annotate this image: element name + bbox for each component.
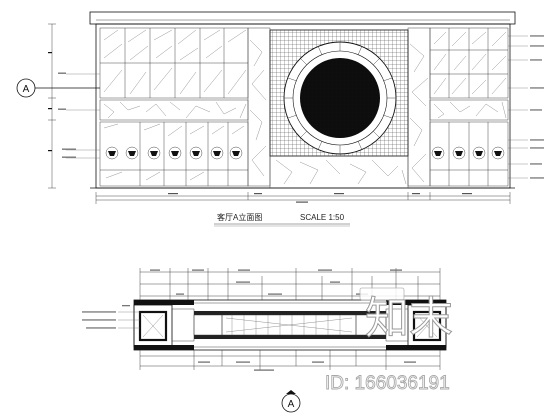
plan-left-notes (82, 305, 140, 329)
plan-view: A (82, 268, 447, 413)
drawing-title: 客厅A立面图 SCALE 1:50 (214, 212, 350, 227)
plan-section-marker: A (281, 390, 301, 413)
plan-section-tag: A (288, 399, 295, 410)
elevation-view: A (16, 11, 544, 227)
watermark-logo-text: 知末 (365, 293, 453, 344)
watermark-logo: 知末 (359, 287, 454, 345)
right-glass-grid (429, 27, 509, 99)
watermark: 知末 ID: 166036191 (325, 287, 454, 394)
watermark-id-text: ID: 166036191 (325, 373, 450, 394)
left-stone-band (99, 99, 249, 121)
plan-left-cabinet (133, 304, 195, 348)
elevation-scale: SCALE 1:50 (300, 213, 345, 222)
round-window (283, 41, 397, 155)
ceiling-band (89, 11, 516, 25)
section-marker-a: A (16, 78, 100, 98)
left-glass-grid (99, 27, 249, 99)
left-height-dimension (48, 23, 56, 189)
section-tag-label: A (23, 84, 30, 95)
plan-corridor (133, 299, 447, 351)
plan-top-dimensions (139, 268, 441, 300)
right-leader-notes (508, 35, 544, 179)
plan-bottom-dimensions (139, 350, 441, 371)
elevation-title: 客厅A立面图 (217, 212, 262, 222)
right-lower-doors (429, 121, 509, 187)
bottom-dimension (95, 192, 511, 204)
left-leader-notes (58, 72, 100, 159)
plan-right-cabinet (385, 304, 447, 348)
left-lamps (105, 146, 243, 160)
